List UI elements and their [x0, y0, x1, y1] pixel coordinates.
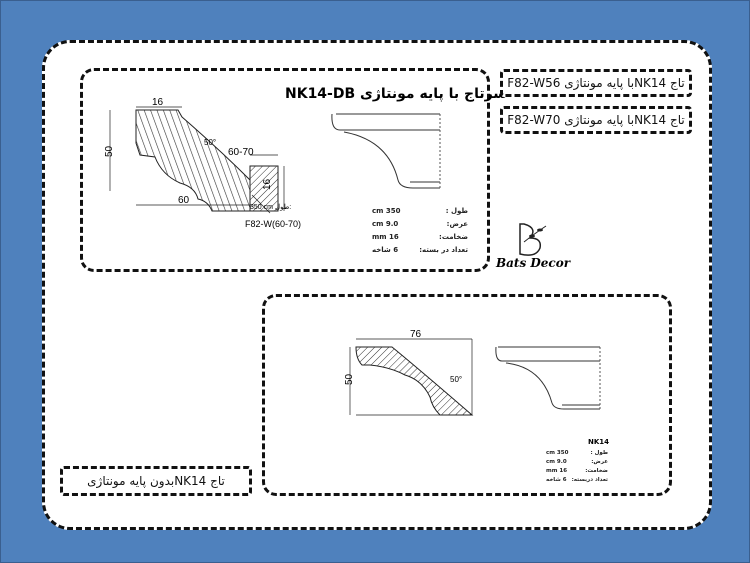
spec-label: طول : [590, 450, 608, 456]
svg-text:طول:: طول: [275, 203, 291, 211]
spec-value: 9.0 cm [372, 220, 399, 228]
label-nk14-w56[interactable]: تاج NK14با پایه مونتاژی F82-W56 [500, 69, 692, 97]
svg-text:16: 16 [262, 178, 273, 190]
spec-label: تعداد دربسته: [571, 477, 608, 483]
svg-text:50°: 50° [204, 138, 216, 147]
spec-row: تعداد در بسته: 6 شاخه [372, 246, 468, 259]
spec-value: 6 شاخه [546, 477, 567, 483]
top-profile-3d-view [331, 113, 441, 189]
svg-text:50: 50 [104, 145, 115, 157]
bats-decor-logo [519, 223, 547, 256]
bottom-product-code: NK14 [588, 438, 610, 446]
spec-label: عرض: [591, 459, 608, 465]
spec-value: 6 شاخه [372, 246, 399, 254]
bottom-specs: طول : 350 cm عرض: 9.0 cm ضخامت: 16 mm تعداد… [546, 450, 608, 486]
bottom-product-panel [262, 294, 672, 496]
svg-text:50: 50 [344, 373, 355, 385]
svg-text:60: 60 [178, 195, 190, 206]
svg-text:350 cm: 350 cm [250, 204, 273, 211]
spec-row: ضخامت: 16 mm [372, 233, 468, 246]
spec-label: ضخامت: [585, 468, 608, 474]
top-product-panel [80, 68, 490, 272]
bottom-profile-drawing: 76 50 50° [344, 329, 474, 416]
spec-label: عرض: [446, 220, 468, 228]
svg-text:76: 76 [410, 329, 422, 340]
label-nk14-w70[interactable]: تاج NK14با پایه مونتاژی F82-W70 [500, 106, 692, 134]
svg-text:50°: 50° [450, 375, 462, 384]
logo-text: Bats Decor [496, 256, 571, 270]
top-specs: طول : 350 cm عرض: 9.0 cm ضخامت: 16 mm تعداد… [372, 207, 468, 259]
spec-row: طول : 350 cm [372, 207, 468, 220]
svg-text:16: 16 [152, 97, 164, 108]
spec-value: 16 mm [546, 468, 568, 474]
svg-text:F82-W(60-70): F82-W(60-70) [245, 219, 301, 229]
spec-row: ضخامت: 16 mm [546, 468, 608, 477]
spec-row: عرض: 9.0 cm [372, 220, 468, 233]
bottom-profile-3d-view [495, 346, 601, 410]
svg-text:60-70: 60-70 [228, 147, 254, 158]
spec-row: طول : 350 cm [546, 450, 608, 459]
spec-value: 350 cm [546, 450, 569, 456]
top-product-title: سرتاج با پایه مونتاژی NK14-DB [285, 86, 508, 102]
spec-label: ضخامت: [439, 233, 468, 241]
label-nk14-no-base[interactable]: تاج NK14بدون پایه مونتاژی [60, 466, 252, 496]
spec-row: تعداد دربسته: 6 شاخه [546, 477, 608, 486]
spec-value: 16 mm [372, 233, 399, 241]
spec-row: عرض: 9.0 cm [546, 459, 608, 468]
spec-value: 350 cm [372, 207, 401, 215]
spec-value: 9.0 cm [546, 459, 567, 465]
spec-label: تعداد در بسته: [419, 246, 468, 254]
spec-label: طول : [445, 207, 468, 215]
